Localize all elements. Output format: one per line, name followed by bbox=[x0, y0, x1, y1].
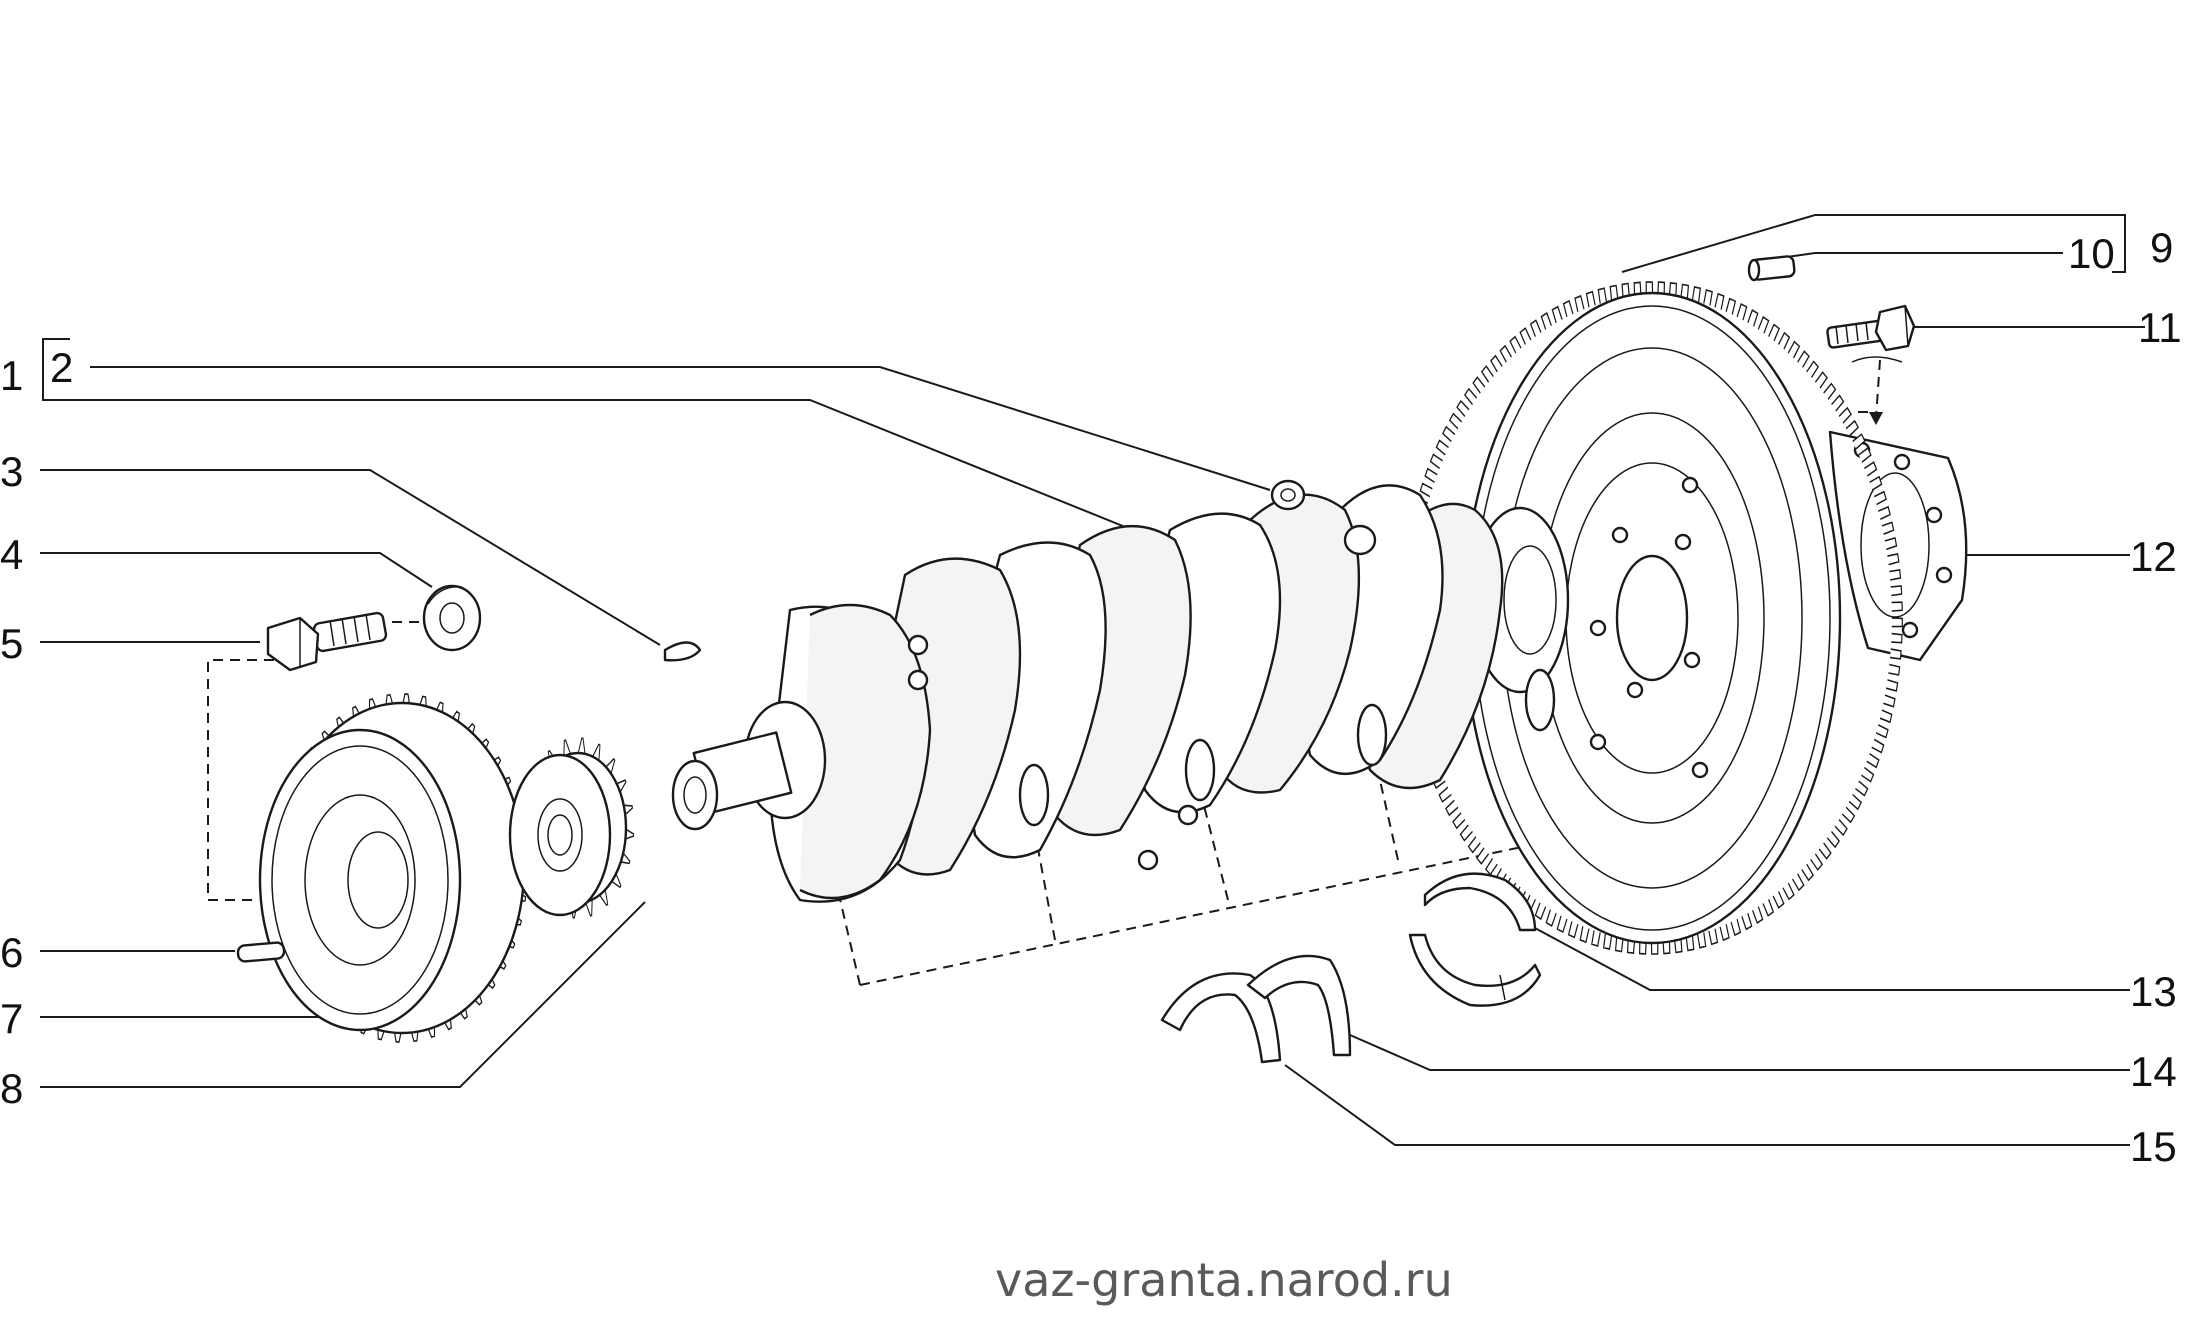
thrust-half-washers bbox=[1160, 954, 1352, 1064]
leader-lines bbox=[40, 214, 2145, 1146]
leader-13 bbox=[1519, 919, 2130, 991]
callout-4: 4 bbox=[0, 531, 23, 578]
leader-9 bbox=[1621, 214, 2126, 273]
callout-13: 13 bbox=[2130, 968, 2177, 1015]
timing-sprocket bbox=[508, 737, 635, 919]
main-bearing-shells bbox=[1408, 872, 1542, 1007]
leader-10 bbox=[1779, 252, 2063, 259]
callout-15: 15 bbox=[2130, 1123, 2177, 1170]
pulley-washer bbox=[422, 584, 482, 652]
leader-1 bbox=[43, 399, 1171, 546]
flywheel-dowel-pin bbox=[1747, 255, 1796, 282]
leader-3 bbox=[40, 469, 661, 646]
callout-8: 8 bbox=[0, 1065, 23, 1112]
pulley-dowel bbox=[236, 941, 286, 963]
callout-7: 7 bbox=[0, 995, 23, 1042]
callout-1: 1 bbox=[0, 352, 23, 399]
crankshaft-pulley bbox=[258, 693, 528, 1043]
callout-10: 10 bbox=[2068, 230, 2115, 277]
callout-2: 2 bbox=[50, 344, 73, 391]
flywheel-bolt bbox=[1826, 304, 1916, 352]
callout-5: 5 bbox=[0, 620, 23, 667]
woodruff-key bbox=[663, 641, 702, 662]
leader-8 bbox=[40, 901, 646, 1088]
watermark: vaz-granta.narod.ru bbox=[995, 1253, 1453, 1307]
leader-14 bbox=[1349, 1034, 2130, 1071]
callout-labels: 1 2 3 4 5 6 7 8 9 10 11 12 13 14 15 bbox=[0, 224, 2182, 1170]
flywheel bbox=[1401, 281, 1903, 955]
callout-6: 6 bbox=[0, 929, 23, 976]
callout-3: 3 bbox=[0, 448, 23, 495]
leader-4 bbox=[40, 552, 433, 588]
leader-2 bbox=[90, 366, 1271, 491]
callout-12: 12 bbox=[2130, 533, 2177, 580]
crankshaft bbox=[671, 479, 1570, 903]
callout-9: 9 bbox=[2150, 224, 2173, 271]
callout-11: 11 bbox=[2138, 304, 2182, 351]
callout-14: 14 bbox=[2130, 1048, 2177, 1095]
leader-15 bbox=[1284, 1064, 2130, 1146]
pulley-bolt bbox=[266, 611, 388, 672]
